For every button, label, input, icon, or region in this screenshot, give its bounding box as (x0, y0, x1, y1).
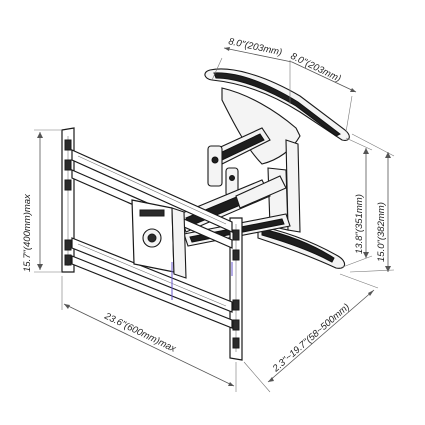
plate-width-left-label: 8.0"(203mm) (227, 36, 283, 58)
plate-height-outer-label: 15.0"(382mm) (376, 202, 387, 262)
max-vertical-label: 15.7"(400mm)max (22, 193, 33, 272)
tv-bracket-frame (61, 127, 243, 361)
dimension-lines (34, 47, 395, 393)
plate-width-right-label: 8.0"(203mm) (289, 51, 343, 85)
extension-range-label: 2.3"~19.7"(58~500mm) (270, 302, 352, 375)
plate-height-inner-label: 13.8"(351mm) (354, 194, 365, 254)
max-horizontal-label: 23.6"(600mm)max (102, 310, 179, 355)
